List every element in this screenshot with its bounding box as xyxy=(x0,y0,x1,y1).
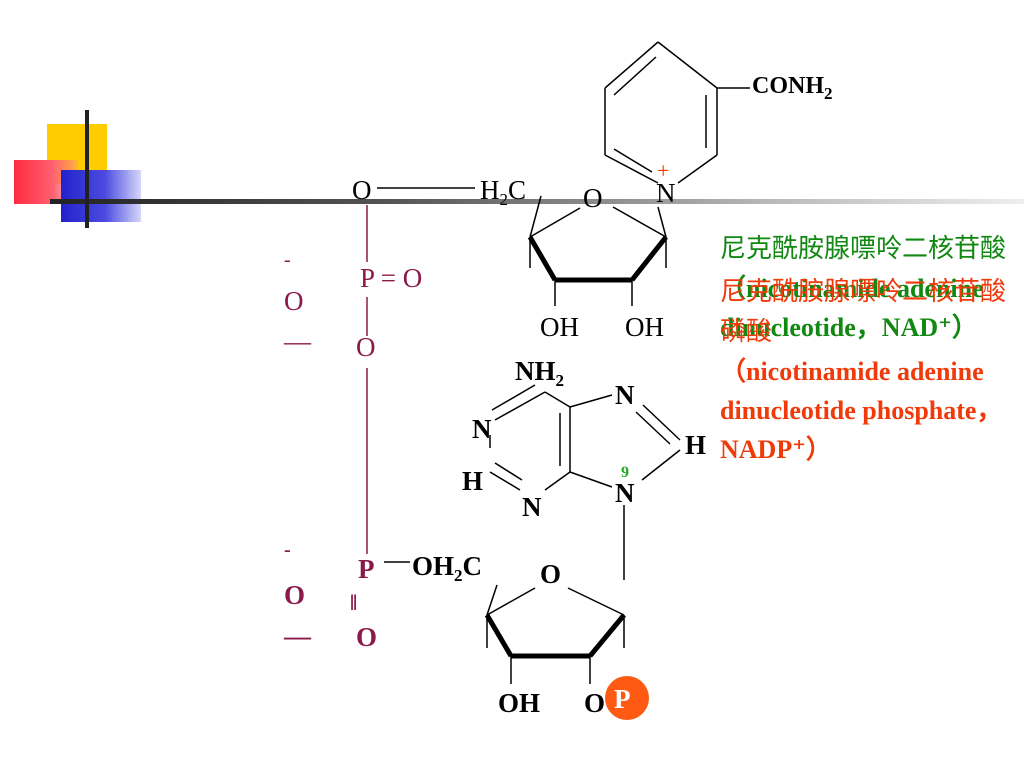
nad-caption-chinese: 尼克酰胺腺嘌呤二核苷酸 xyxy=(720,234,1007,264)
lower-ribose xyxy=(484,584,626,684)
adenine-n7: N xyxy=(615,380,635,410)
phosphate1-minus: - xyxy=(284,249,291,271)
phosphate2-p: P xyxy=(358,554,375,584)
adenine-n9: N xyxy=(615,478,635,508)
upper-ribose xyxy=(377,187,668,306)
nadp-caption-chinese: 尼克酰胺腺嘌呤二核苷酸磷酸 xyxy=(720,277,1007,347)
positive-charge: + xyxy=(657,158,669,183)
upper-ribose-oh-right: OH xyxy=(625,312,664,342)
carboxamide-group: CONH2 xyxy=(752,73,833,103)
upper-ribose-oh-left: OH xyxy=(540,312,579,342)
pyridinium-nitrogen: N xyxy=(656,178,676,208)
phosphate2-minus: - xyxy=(284,539,291,561)
phosphate-badge xyxy=(605,676,649,720)
lower-ribose-oxygen-right: O xyxy=(584,688,605,718)
nad-caption-english: （nicotinamide adenine dinucleotide，NAD⁺） xyxy=(720,274,984,342)
nadp-caption-english: （nicotinamide adenine dinucleotide phosp… xyxy=(720,357,1003,464)
adenine-rings xyxy=(489,384,681,580)
decor-horizontal-rule xyxy=(50,199,1024,204)
lower-ribose-ring-oxygen: O xyxy=(540,559,561,589)
phosphate2-double-bond: ‖ xyxy=(350,590,357,615)
phosphate-link-oxygen: O xyxy=(356,332,376,362)
nadp-caption: 尼克酰胺腺嘌呤二核苷酸磷酸 （nicotinamide adenine dinu… xyxy=(720,272,1020,469)
phosphate2-oxygen: O xyxy=(284,580,305,610)
phosphate2-oxygen-bottom: O xyxy=(356,622,377,652)
adenine-h8: H xyxy=(685,430,706,460)
lower-ribose-oh-left: OH xyxy=(498,688,540,718)
adenine-amino-group: NH2 xyxy=(515,356,564,390)
adenine-n1: N xyxy=(472,414,492,444)
decor-blue-block xyxy=(61,170,141,222)
phosphate2-dash: — xyxy=(283,621,312,651)
adenine-n3: N xyxy=(522,492,542,522)
decor-vertical-rule xyxy=(85,110,89,228)
oh2c-group: OH2C xyxy=(412,551,482,585)
ch2-group-top: H2C xyxy=(480,175,526,209)
nicotinamide-ring xyxy=(604,41,750,184)
phosphate1-dash: — xyxy=(283,326,312,356)
phosphate-badge-label: P xyxy=(614,684,631,714)
n9-position-label: 9 xyxy=(621,464,629,481)
upper-ribose-ring-oxygen: O xyxy=(583,183,603,213)
phosphate1-p-double-o: P = O xyxy=(360,263,422,293)
nad-caption: 尼克酰胺腺嘌呤二核苷酸 （nicotinamide adenine dinucl… xyxy=(720,229,1020,347)
bridge-oxygen-top: O xyxy=(352,175,372,205)
adenine-h2: H xyxy=(462,466,483,496)
phosphate1-oxygen: O xyxy=(284,286,304,316)
